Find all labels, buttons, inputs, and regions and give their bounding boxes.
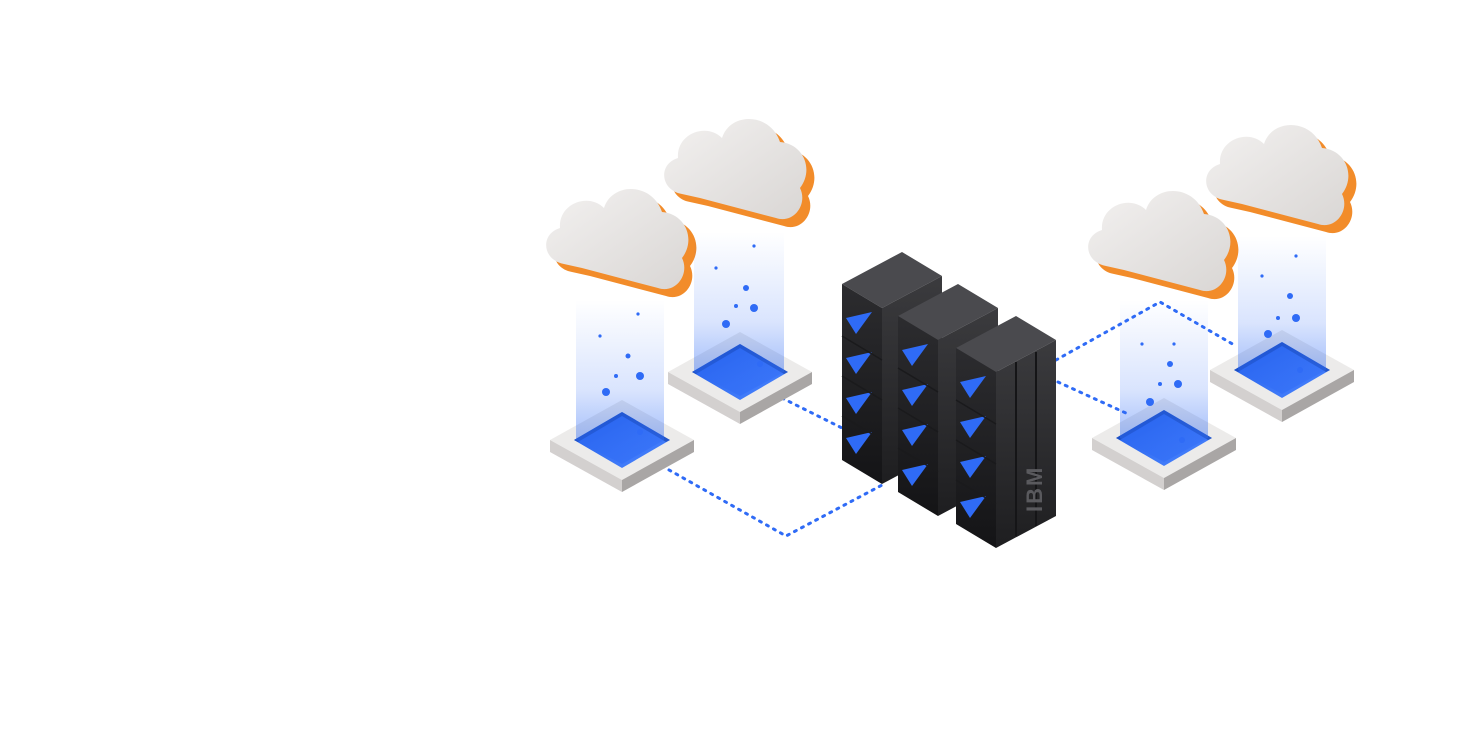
server-racks: IBM [841, 252, 1056, 548]
cloud-icon [1206, 124, 1357, 234]
cloud-icon [664, 118, 815, 228]
svg-text:IBM: IBM [1022, 466, 1047, 512]
data-beam-1 [576, 300, 664, 464]
data-particles-2 [714, 244, 763, 367]
cloud-icon [546, 188, 697, 298]
cloud-3 [1088, 190, 1239, 490]
cloud-4 [1206, 124, 1357, 422]
data-beam-2 [694, 232, 784, 396]
data-particles-3 [1140, 342, 1185, 443]
cloud-1 [546, 188, 697, 492]
server-rack-3: IBM [955, 316, 1056, 548]
data-beam-3 [1120, 300, 1208, 462]
cloud-2 [664, 118, 815, 424]
data-particles-1 [598, 312, 644, 435]
data-beam-4 [1238, 236, 1326, 394]
ibm-logo: IBM [1022, 466, 1047, 512]
data-particles-4 [1260, 254, 1303, 373]
cloud-icon [1088, 190, 1239, 300]
